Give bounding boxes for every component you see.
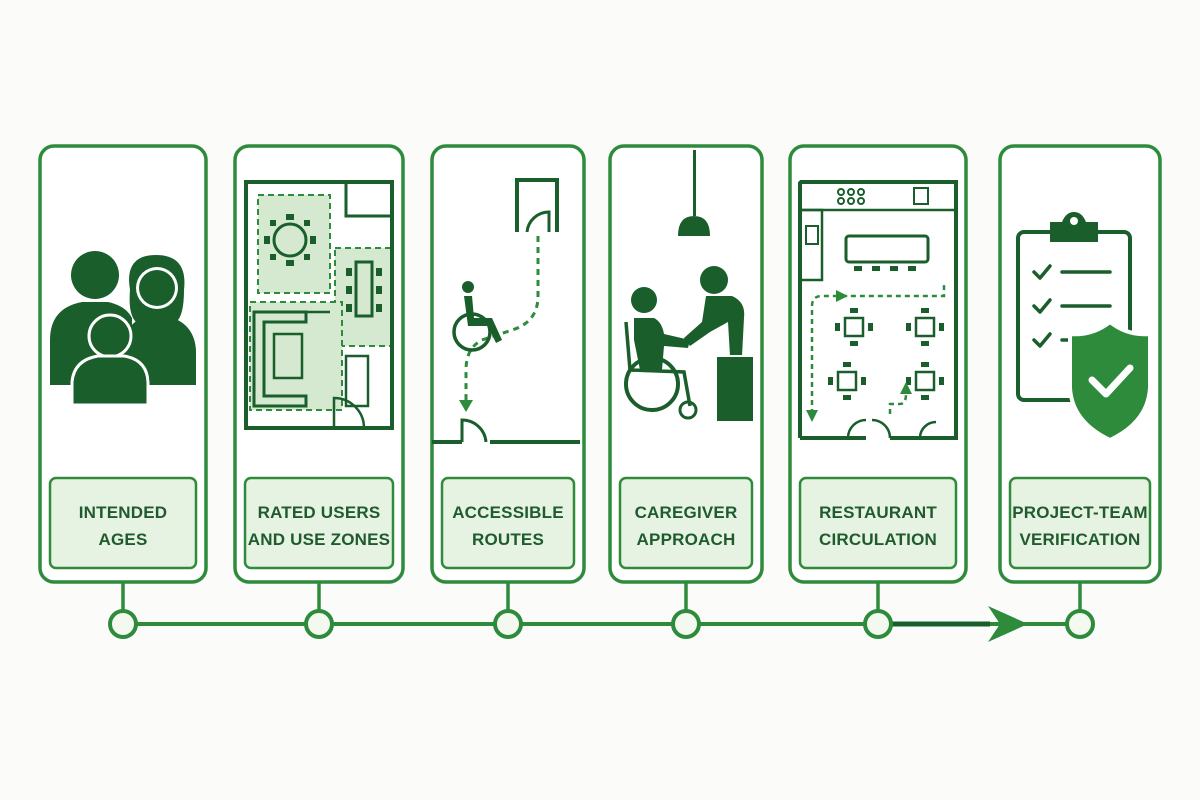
step-label-2-line2: AND USE ZONES xyxy=(248,530,390,549)
step-card-1: INTENDED AGES xyxy=(38,144,208,584)
timeline-node-6 xyxy=(1065,609,1095,639)
timeline-arrow-icon xyxy=(988,606,1028,642)
step-label-3-line2: ROUTES xyxy=(472,530,544,549)
step-card-6: PROJECT-TEAM VERIFICATION xyxy=(998,144,1162,584)
step-label-box-2 xyxy=(243,476,395,570)
step-label-6-line1: PROJECT-TEAM xyxy=(1012,503,1148,522)
timeline xyxy=(120,606,1080,642)
step-label-4-line2: APPROACH xyxy=(637,530,736,549)
timeline-node-1 xyxy=(108,609,138,639)
step-label-2-line1: RATED USERS xyxy=(258,503,381,522)
floor-plan-icon xyxy=(244,180,394,430)
step-label-3-line1: ACCESSIBLE xyxy=(452,503,564,522)
timeline-node-4 xyxy=(671,609,701,639)
step-label-5-line2: CIRCULATION xyxy=(819,530,937,549)
step-card-4: CAREGIVER APPROACH xyxy=(608,144,764,584)
step-label-box-5 xyxy=(798,476,958,570)
step-label-box-3 xyxy=(440,476,576,570)
step-label-5-line1: RESTAURANT xyxy=(819,503,937,522)
checklist-shield-icon xyxy=(1016,212,1152,443)
timeline-nodes xyxy=(108,609,1095,639)
caregiver-icon xyxy=(631,150,755,423)
step-label-4-line1: CAREGIVER xyxy=(635,503,738,522)
timeline-node-2 xyxy=(304,609,334,639)
step-label-6-line2: VERIFICATION xyxy=(1019,530,1140,549)
family-icon xyxy=(50,251,196,407)
restaurant-plan-icon xyxy=(798,180,958,440)
connectors xyxy=(121,582,1082,610)
step-card-2: RATED USERS AND USE ZONES xyxy=(233,144,405,584)
wheelchair-route-icon xyxy=(432,178,580,444)
step-label-box-4 xyxy=(618,476,754,570)
step-label-1-line1: INTENDED xyxy=(79,503,168,522)
step-label-box-1 xyxy=(48,476,198,570)
timeline-node-5 xyxy=(863,609,893,639)
timeline-node-3 xyxy=(493,609,523,639)
step-label-1-line2: AGES xyxy=(99,530,148,549)
step-label-box-6 xyxy=(1008,476,1152,570)
step-card-5: RESTAURANT CIRCULATION xyxy=(788,144,968,584)
step-card-3: ACCESSIBLE ROUTES xyxy=(430,144,586,584)
